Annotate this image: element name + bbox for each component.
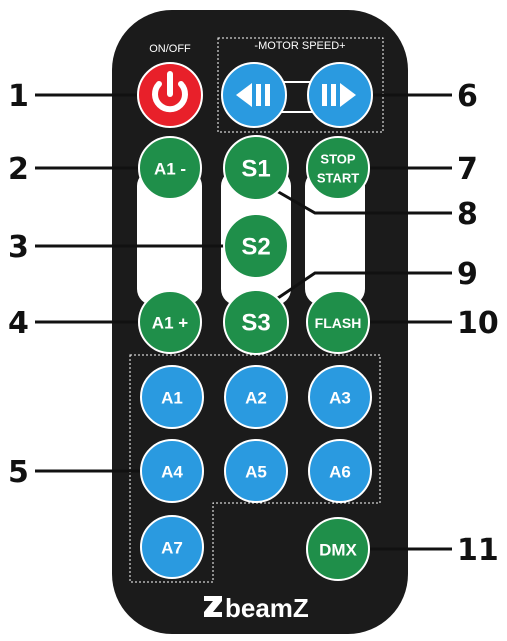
stop-label: STOP bbox=[320, 152, 355, 167]
a3-circle[interactable] bbox=[308, 365, 372, 429]
pause-bar-icon-d bbox=[331, 84, 336, 106]
pause-bar-icon-a bbox=[256, 84, 261, 106]
callout-11: 11 bbox=[457, 533, 499, 568]
stop-start-circle[interactable] bbox=[306, 136, 370, 200]
callout-5: 5 bbox=[8, 455, 29, 490]
a5-circle[interactable] bbox=[224, 439, 288, 503]
on-off-label: ON/OFF bbox=[149, 43, 191, 55]
beamz-logo-mark bbox=[204, 596, 222, 617]
rewind-triangle-icon bbox=[236, 83, 252, 107]
start-label: START bbox=[317, 171, 359, 186]
flash-label: FLASH bbox=[315, 315, 362, 331]
callout-9: 9 bbox=[457, 257, 478, 292]
a2-label: A2 bbox=[245, 389, 267, 408]
pause-bar-icon-b bbox=[265, 84, 270, 106]
callout-3: 3 bbox=[8, 230, 29, 265]
a4-button[interactable]: A4 bbox=[140, 439, 204, 503]
callout-4: 4 bbox=[8, 306, 29, 341]
dmx-label: DMX bbox=[319, 541, 357, 560]
a1-circle[interactable] bbox=[140, 365, 204, 429]
a5-label: A5 bbox=[245, 463, 267, 482]
a4-circle[interactable] bbox=[140, 439, 204, 503]
motor-speed-down-circle[interactable] bbox=[221, 62, 287, 128]
power-button[interactable] bbox=[137, 62, 203, 128]
a1-plus-circle[interactable] bbox=[138, 290, 202, 354]
dmx-button[interactable]: DMX bbox=[306, 517, 370, 581]
a6-label: A6 bbox=[329, 463, 351, 482]
callout-7: 7 bbox=[457, 152, 478, 187]
s1-circle[interactable] bbox=[223, 135, 289, 201]
white-strip-left bbox=[137, 170, 202, 305]
a1-minus-circle[interactable] bbox=[138, 136, 202, 200]
s3-circle[interactable] bbox=[223, 289, 289, 355]
power-icon bbox=[152, 81, 188, 113]
a1-button[interactable]: A1 bbox=[140, 365, 204, 429]
motor-speed-up-button[interactable] bbox=[307, 62, 373, 128]
s2-button[interactable]: S2 bbox=[223, 213, 289, 279]
s3-button[interactable]: S3 bbox=[223, 289, 289, 355]
s2-circle[interactable] bbox=[223, 213, 289, 279]
callout-8: 8 bbox=[457, 197, 478, 232]
a4-label: A4 bbox=[161, 463, 183, 482]
s1-button[interactable]: S1 bbox=[223, 135, 289, 201]
a3-label: A3 bbox=[329, 389, 351, 408]
a1-plus-label: A1 + bbox=[152, 314, 188, 333]
a5-button[interactable]: A5 bbox=[224, 439, 288, 503]
a7-button[interactable]: A7 bbox=[140, 515, 204, 579]
motor-speed-box bbox=[217, 37, 384, 133]
a1-plus-button[interactable]: A1 + bbox=[138, 290, 202, 354]
callout-2: 2 bbox=[8, 152, 29, 187]
s2-label: S2 bbox=[241, 234, 270, 261]
dmx-circle[interactable] bbox=[306, 517, 370, 581]
stop-start-button[interactable]: STOP START bbox=[306, 136, 370, 200]
flash-button[interactable]: FLASH bbox=[306, 290, 370, 354]
color-section-outline bbox=[129, 354, 381, 583]
pause-bar-icon-c bbox=[322, 84, 327, 106]
flash-circle[interactable] bbox=[306, 290, 370, 354]
a6-circle[interactable] bbox=[308, 439, 372, 503]
callout-6: 6 bbox=[457, 79, 478, 114]
callout-10: 10 bbox=[457, 306, 499, 341]
s3-label: S3 bbox=[241, 310, 270, 337]
beamz-logo: beamZ bbox=[204, 593, 309, 623]
a7-label: A7 bbox=[161, 539, 183, 558]
a6-button[interactable]: A6 bbox=[308, 439, 372, 503]
a3-button[interactable]: A3 bbox=[308, 365, 372, 429]
a1-minus-button[interactable]: A1 - bbox=[138, 136, 202, 200]
a7-circle[interactable] bbox=[140, 515, 204, 579]
motor-speed-label: -MOTOR SPEED+ bbox=[254, 40, 345, 52]
white-strip-right bbox=[305, 170, 365, 305]
callout-line-8 bbox=[274, 188, 452, 215]
beamz-logo-text: beamZ bbox=[225, 593, 309, 623]
callout-lines bbox=[35, 93, 452, 551]
a2-circle[interactable] bbox=[224, 365, 288, 429]
s1-label: S1 bbox=[241, 156, 270, 183]
callout-line-9 bbox=[274, 271, 452, 302]
forward-triangle-icon bbox=[340, 83, 356, 107]
motor-speed-down-button[interactable] bbox=[221, 62, 287, 128]
a2-button[interactable]: A2 bbox=[224, 365, 288, 429]
a1-label: A1 bbox=[161, 389, 183, 408]
a1-minus-label: A1 - bbox=[154, 160, 186, 179]
callout-1: 1 bbox=[8, 79, 29, 114]
